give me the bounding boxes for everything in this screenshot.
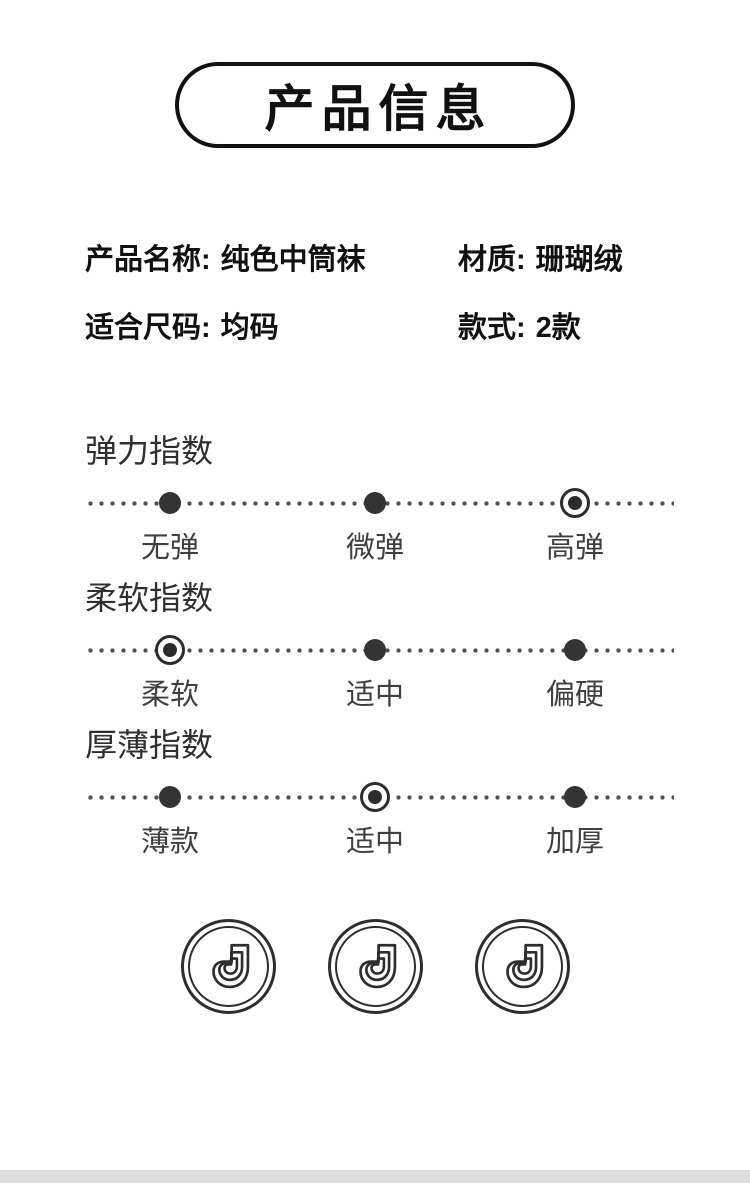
material-value: 珊瑚绒 bbox=[535, 244, 623, 276]
sock-badge bbox=[180, 919, 276, 1014]
dot-slot bbox=[563, 635, 586, 665]
scale-thickness: 厚薄指数 薄款 适中 加厚 bbox=[0, 726, 750, 858]
footer-strip bbox=[0, 1170, 750, 1183]
rating-scales: 弹力指数 无弹 微弹 高弹 柔软指数 bbox=[0, 432, 750, 858]
scale-softness-track: 柔软 适中 偏硬 bbox=[0, 635, 750, 711]
sock-badge bbox=[474, 919, 570, 1014]
scale-point: 适中 bbox=[346, 635, 404, 713]
scale-dot bbox=[563, 639, 586, 661]
dot-slot bbox=[359, 782, 390, 812]
sock-badge bbox=[327, 919, 423, 1014]
dot-slot bbox=[559, 488, 590, 518]
size-field: 适合尺码: 均码 bbox=[85, 304, 458, 346]
product-name-value: 纯色中筒袜 bbox=[220, 244, 366, 276]
sock-badges-row bbox=[0, 919, 750, 1014]
scale-softness-title: 柔软指数 bbox=[85, 580, 214, 616]
scale-point: 适中 bbox=[346, 782, 404, 860]
scale-option-label: 适中 bbox=[345, 826, 405, 858]
sock-icon bbox=[212, 943, 250, 988]
scale-dot bbox=[363, 492, 386, 514]
scale-option-label: 柔软 bbox=[140, 679, 200, 711]
style-count-field: 款式: 2款 bbox=[458, 304, 695, 346]
scale-softness: 柔软指数 柔软 适中 偏硬 bbox=[0, 579, 750, 711]
product-info-page: 产品信息 产品名称: 纯色中筒袜 材质: 珊瑚绒 适合尺码: 均码 款式: 2款 弹力指… bbox=[0, 62, 750, 1183]
scale-thickness-title: 厚薄指数 bbox=[85, 727, 214, 763]
sock-icon bbox=[359, 943, 397, 988]
scale-option-label: 高弹 bbox=[545, 532, 605, 564]
sock-badge-inner-ring bbox=[481, 926, 563, 1007]
scale-option-label: 适中 bbox=[345, 679, 405, 711]
dot-slot bbox=[363, 635, 386, 665]
scale-elasticity-track: 无弹 微弹 高弹 bbox=[0, 488, 750, 564]
scale-option-label: 偏硬 bbox=[545, 679, 605, 711]
scale-thickness-track: 薄款 适中 加厚 bbox=[0, 782, 750, 858]
material-label: 材质: bbox=[458, 244, 526, 276]
scale-option-label: 加厚 bbox=[545, 826, 605, 858]
scale-option-label: 微弹 bbox=[345, 532, 405, 564]
page-title: 产品信息 bbox=[264, 81, 493, 137]
style-count-label: 款式: bbox=[458, 312, 526, 344]
dot-slot bbox=[158, 488, 181, 518]
scale-point: 柔软 bbox=[141, 635, 199, 713]
scale-dot bbox=[563, 786, 586, 808]
scale-dot-selected bbox=[559, 488, 590, 518]
scale-dot-selected bbox=[359, 782, 390, 812]
scale-dot bbox=[158, 786, 181, 808]
scale-dot bbox=[158, 492, 181, 514]
product-name-field: 产品名称: 纯色中筒袜 bbox=[85, 236, 458, 278]
dot-slot bbox=[363, 488, 386, 518]
scale-dot bbox=[363, 639, 386, 661]
scale-option-label: 无弹 bbox=[140, 532, 200, 564]
product-info-grid: 产品名称: 纯色中筒袜 材质: 珊瑚绒 适合尺码: 均码 款式: 2款 bbox=[85, 236, 695, 346]
scale-point: 薄款 bbox=[141, 782, 199, 860]
page-title-pill: 产品信息 bbox=[175, 62, 575, 148]
product-name-label: 产品名称: bbox=[85, 244, 211, 276]
size-value: 均码 bbox=[220, 312, 279, 344]
scale-point: 偏硬 bbox=[546, 635, 604, 713]
scale-elasticity: 弹力指数 无弹 微弹 高弹 bbox=[0, 432, 750, 564]
scale-elasticity-title: 弹力指数 bbox=[85, 433, 214, 469]
scale-dot-selected bbox=[154, 635, 185, 665]
scale-point: 加厚 bbox=[546, 782, 604, 860]
dot-slot bbox=[154, 635, 185, 665]
material-field: 材质: 珊瑚绒 bbox=[458, 236, 695, 278]
size-label: 适合尺码: bbox=[85, 312, 211, 344]
scale-option-label: 薄款 bbox=[140, 826, 200, 858]
dot-slot bbox=[563, 782, 586, 812]
sock-icon bbox=[506, 943, 544, 988]
style-count-value: 2款 bbox=[535, 312, 581, 344]
scale-point: 无弹 bbox=[141, 488, 199, 566]
dot-slot bbox=[158, 782, 181, 812]
scale-point: 高弹 bbox=[546, 488, 604, 566]
sock-badge-inner-ring bbox=[334, 926, 416, 1007]
sock-badge-inner-ring bbox=[187, 926, 269, 1007]
scale-point: 微弹 bbox=[346, 488, 404, 566]
